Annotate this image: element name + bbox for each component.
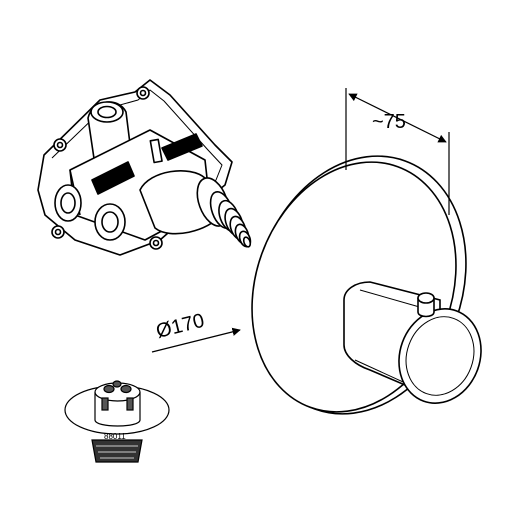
cold-label-tag: COLD [161,133,203,161]
inset-part-88011 [64,380,170,463]
handle-end-cap [398,308,482,404]
part-code-label: 88011 [104,432,126,441]
diameter-dimension-label: Ø170 [154,310,207,343]
diameter-dimension [151,327,241,353]
depth-dimension-label: ~75 [372,111,406,133]
hot-label-tag: HOT [91,161,135,195]
concealed-valve-body: HOT COLD [37,79,252,256]
depth-dimension [345,88,450,215]
dimension-line [348,93,447,143]
diameter-leader-line [151,327,241,353]
escutcheon-assembly [251,155,482,415]
